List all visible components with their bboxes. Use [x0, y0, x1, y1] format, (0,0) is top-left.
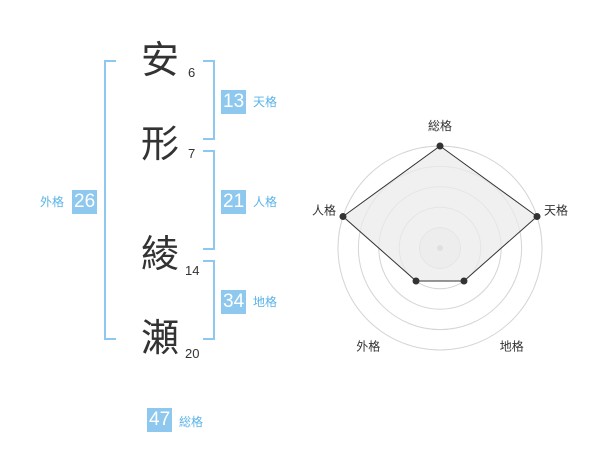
stroke-count-2: 7	[188, 146, 196, 161]
stroke-count-3: 14	[185, 263, 200, 278]
jinkaku-value: 21	[221, 190, 247, 214]
radar-point-2	[533, 212, 541, 220]
chikaku-label: 地格	[253, 295, 278, 309]
radar-axis-label-2: 天格	[544, 202, 568, 217]
radar-axis-label-1: 総格	[428, 118, 452, 133]
name-char-2: 形	[140, 122, 179, 166]
chikaku-bracket	[203, 260, 215, 340]
radar-axis-label-3: 地格	[500, 339, 524, 354]
tenkaku-value: 13	[221, 90, 247, 114]
radar-area	[342, 145, 538, 282]
name-char-3: 綾	[140, 232, 179, 276]
radar-point-4	[412, 277, 420, 285]
chikaku-value: 34	[221, 290, 247, 314]
stroke-count-1: 6	[188, 65, 196, 80]
jinkaku-label: 人格	[253, 195, 278, 209]
radar-axis-label-5: 人格	[312, 202, 336, 217]
radar-axis-label-4: 外格	[356, 339, 380, 354]
name-char-1: 安	[140, 38, 179, 82]
gaikaku-value: 26	[72, 190, 98, 214]
name-char-4: 瀬	[140, 316, 179, 360]
radar-points	[339, 142, 541, 285]
gaikaku-bracket	[104, 60, 116, 340]
jinkaku-bracket	[203, 150, 215, 250]
radar-point-3	[460, 277, 468, 285]
gaikaku-label: 外格	[40, 195, 65, 209]
radar-polygon	[342, 145, 538, 282]
stroke-count-4: 20	[185, 346, 200, 361]
tenkaku-bracket	[203, 60, 215, 140]
tenkaku-label: 天格	[253, 95, 278, 109]
soukaku-value: 47	[147, 408, 173, 432]
radar-point-5	[339, 212, 347, 220]
radar-point-1	[436, 142, 444, 150]
soukaku-label: 総格	[179, 415, 204, 429]
